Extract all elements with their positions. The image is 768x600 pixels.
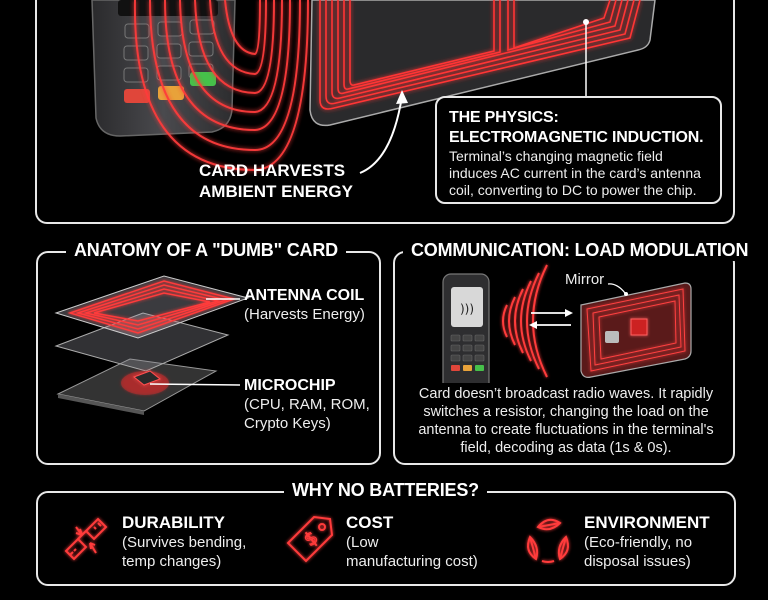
batteries-title: WHY NO BATTERIES? — [284, 480, 487, 501]
card-with-chip-icon — [580, 282, 692, 378]
environment-text: ENVIRONMENT (Eco-friendly, no disposal i… — [584, 513, 710, 571]
benefit-environment: ENVIRONMENT (Eco-friendly, no disposal i… — [522, 513, 710, 571]
environment-desc-2: disposal issues) — [584, 553, 691, 570]
physics-body-1: Terminal’s changing magnetic field — [449, 148, 663, 164]
magnetic-field-waves — [133, 0, 309, 172]
durability-desc-2: temp changes) — [122, 553, 222, 570]
mirror-label: Mirror — [565, 271, 605, 288]
physics-body-2: induces AC current in the card’s antenna — [449, 165, 701, 181]
environment-heading: ENVIRONMENT — [584, 513, 710, 532]
payment-terminal-icon — [91, 0, 236, 137]
durability-heading: DURABILITY — [122, 513, 225, 532]
cost-text: COST (Low manufacturing cost) — [346, 513, 478, 571]
antenna-coil-heading: ANTENNA COIL — [244, 287, 365, 304]
microchip-desc-1: (CPU, RAM, ROM, — [244, 396, 370, 413]
comm-line-1: Card doesn’t broadcast radio waves. It r… — [418, 386, 714, 402]
physics-heading-1: THE PHYSICS: — [449, 109, 559, 126]
durability-desc-1: (Survives bending, — [122, 534, 247, 551]
communication-panel: COMMUNICATION: LOAD MODULATION ))) — [393, 240, 757, 465]
comm-line-3: antenna to create fluctuations in the te… — [418, 422, 714, 438]
why-no-batteries-panel: WHY NO BATTERIES? DURABILITY (Survives b… — [36, 480, 736, 586]
environment-desc-1: (Eco-friendly, no — [584, 534, 693, 551]
physics-body-3: coil, converting to DC to power the chip… — [449, 182, 697, 198]
anatomy-title: ANATOMY OF A "DUMB" CARD — [66, 240, 346, 261]
price-tag-icon: $ — [286, 515, 334, 563]
load-modulation-illustration: ))) — [442, 264, 692, 383]
microchip-icon — [121, 370, 169, 395]
communication-title: COMMUNICATION: LOAD MODULATION — [403, 240, 757, 261]
leaf-cycle-icon — [527, 518, 569, 563]
hero-panel — [35, 0, 735, 224]
induction-illustration — [91, 0, 656, 174]
cost-desc-1: (Low — [346, 534, 379, 551]
physics-heading-2: ELECTROMAGNETIC INDUCTION. — [449, 129, 704, 146]
anatomy-panel: ANATOMY OF A "DUMB" CARD ANTENNA COI — [36, 240, 381, 465]
antenna-coil-desc: (Harvests Energy) — [244, 306, 365, 323]
cost-desc-2: manufacturing cost) — [346, 553, 478, 570]
callout-line-2: AMBIENT ENERGY — [199, 182, 353, 201]
cost-heading: COST — [346, 513, 394, 532]
durability-text: DURABILITY (Survives bending, temp chang… — [122, 513, 246, 571]
physics-callout-box: THE PHYSICS: ELECTROMAGNETIC INDUCTION. … — [435, 96, 722, 204]
microchip-heading: MICROCHIP — [244, 377, 336, 394]
card-layers-illustration — [54, 275, 250, 415]
svg-text:))): ))) — [460, 302, 474, 316]
callout-line-1: CARD HARVESTS — [199, 161, 346, 180]
radio-waves-icon — [502, 264, 548, 378]
benefit-cost: $ COST (Low manufacturing cost) — [284, 513, 478, 571]
communication-description: Card doesn’t broadcast radio waves. It r… — [405, 385, 727, 457]
handheld-terminal-icon: ))) — [442, 273, 490, 383]
comm-line-4: field, decoding as data (1s & 0s). — [460, 440, 672, 456]
bend-ruler-icon — [64, 517, 108, 561]
contactless-card — [309, 0, 656, 127]
comm-line-2: switches a resistor, changing the load o… — [423, 404, 709, 420]
card-harvests-label: CARD HARVESTS AMBIENT ENERGY — [199, 160, 353, 202]
benefit-durability: DURABILITY (Survives bending, temp chang… — [60, 513, 246, 571]
microchip-desc-2: Crypto Keys) — [244, 415, 331, 432]
